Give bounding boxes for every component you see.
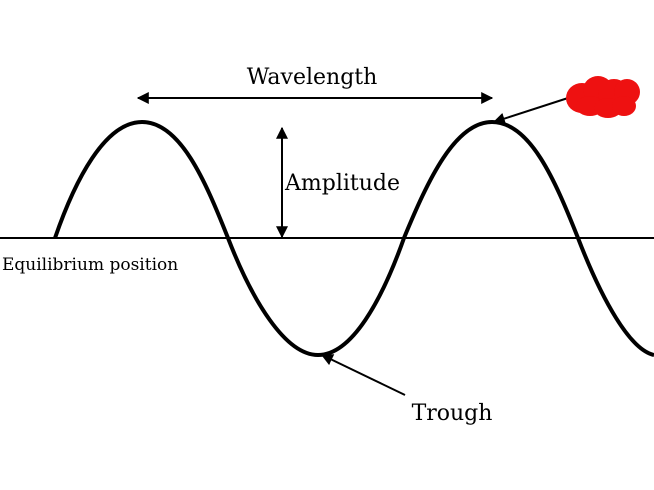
amplitude-label: Amplitude (284, 171, 400, 196)
wavelength-label: Wavelength (247, 65, 378, 90)
trough-label: Trough (412, 401, 493, 426)
wave-curve (53, 119, 654, 358)
redaction-scribble (566, 76, 640, 118)
equilibrium-label: Equilibrium position (2, 255, 178, 275)
trough-pointer-arrow (320, 354, 406, 396)
crest-pointer-arrow (492, 97, 569, 125)
